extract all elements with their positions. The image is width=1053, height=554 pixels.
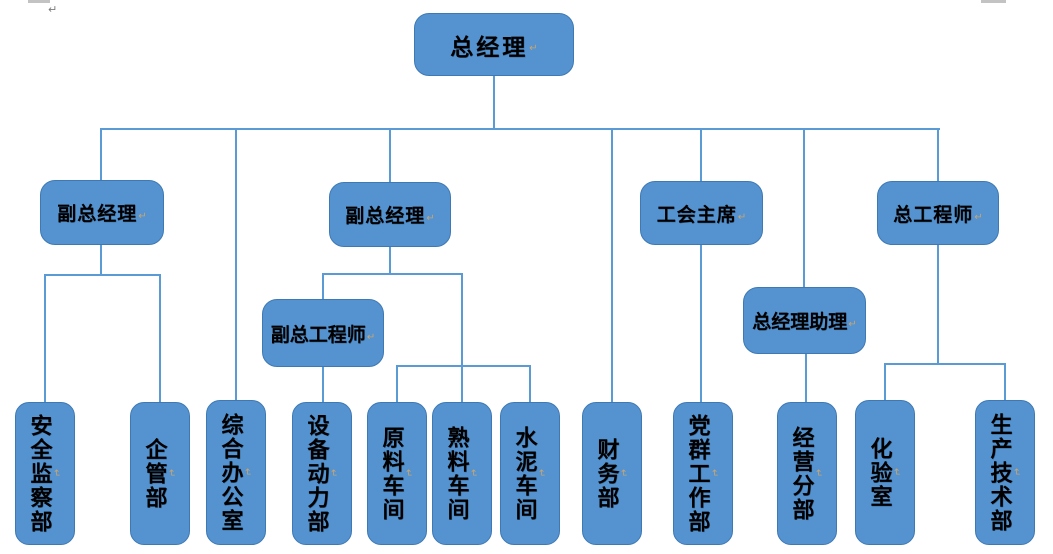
return-mark: ↵ <box>812 469 824 478</box>
connector-line <box>493 76 495 130</box>
node-label: 设备动力部 <box>304 413 330 534</box>
node-deputy-chief-engineer[interactable]: 副总工程师↵ <box>262 299 384 367</box>
node-label: 总经理助理 <box>752 312 848 333</box>
node-label: 副总经理 <box>57 204 138 225</box>
connector-line <box>396 365 531 367</box>
node-union-chairman[interactable]: 工会主席↵ <box>640 181 763 245</box>
node-party-work-dept[interactable]: 党群工作部↵ <box>673 402 733 545</box>
connector-line <box>100 243 102 275</box>
page-edge-mark-left <box>28 0 50 3</box>
node-finance-dept[interactable]: 财务部↵ <box>582 402 642 545</box>
page-edge-mark-right <box>981 0 1006 3</box>
connector-line <box>700 128 702 185</box>
node-enterprise-mgmt-dept[interactable]: 企管部↵ <box>130 402 190 545</box>
return-mark: ↵ <box>890 468 902 477</box>
connector-line <box>805 353 807 406</box>
node-cement-workshop[interactable]: 水泥车间↵ <box>500 402 560 545</box>
node-label: 化验室 <box>867 436 893 509</box>
connector-line <box>389 247 391 275</box>
return-mark: ↵ <box>535 469 547 478</box>
node-label: 企管部 <box>142 437 168 510</box>
node-general-office[interactable]: 综合办公室↵ <box>206 400 266 545</box>
node-label: 总经理 <box>450 34 529 60</box>
node-safety-supervision-dept[interactable]: 安全监察部↵ <box>15 402 75 545</box>
connector-line <box>100 128 102 184</box>
node-raw-material-workshop[interactable]: 原料车间↵ <box>367 402 427 545</box>
node-deputy-gm-1[interactable]: 副总经理↵ <box>40 180 164 245</box>
node-label: 安全监察部 <box>27 413 53 534</box>
return-mark: ↵ <box>241 468 253 477</box>
node-clinker-workshop[interactable]: 熟料车间↵ <box>432 402 492 545</box>
node-label: 财务部 <box>594 437 620 510</box>
return-mark: ↵ <box>708 469 720 478</box>
node-label: 原料车间 <box>379 425 405 522</box>
connector-line <box>529 365 531 406</box>
connector-line <box>884 363 1005 365</box>
return-mark: ↵ <box>737 211 747 223</box>
node-label: 生产技术部 <box>987 412 1013 533</box>
connector-line <box>44 274 161 276</box>
node-label: 副总工程师 <box>270 324 366 346</box>
node-gm-assistant[interactable]: 总经理助理↵ <box>743 287 866 354</box>
node-general-manager[interactable]: 总经理↵ <box>414 13 574 76</box>
node-operations-division[interactable]: 经营分部↵ <box>777 402 837 545</box>
return-mark: ↵ <box>50 469 62 478</box>
return-mark: ↵ <box>138 211 147 222</box>
connector-line <box>396 365 398 406</box>
node-label: 工会主席 <box>656 204 737 226</box>
connector-line <box>884 363 886 406</box>
paragraph-return-mark: ↵ <box>48 3 58 16</box>
return-mark: ↵ <box>165 469 177 478</box>
connector-line <box>937 128 939 185</box>
return-mark: ↵ <box>529 43 538 54</box>
return-mark: ↵ <box>402 469 414 478</box>
return-mark: ↵ <box>617 469 629 478</box>
connector-line <box>322 365 324 406</box>
node-chief-engineer[interactable]: 总工程师↵ <box>877 181 999 245</box>
connector-line <box>611 128 613 408</box>
connector-line <box>101 128 940 130</box>
return-mark: ↵ <box>974 211 983 223</box>
node-label: 熟料车间 <box>444 425 470 522</box>
return-mark: ↵ <box>467 469 479 478</box>
node-label: 副总经理 <box>345 206 426 227</box>
node-label: 水泥车间 <box>512 425 538 522</box>
connector-line <box>389 128 391 186</box>
return-mark: ↵ <box>848 319 857 330</box>
return-mark: ↵ <box>366 331 376 343</box>
return-mark: ↵ <box>1010 468 1022 477</box>
node-production-tech-dept[interactable]: 生产技术部↵ <box>975 400 1035 545</box>
node-equipment-power-dept[interactable]: 设备动力部↵ <box>292 402 352 545</box>
connector-line <box>803 128 805 291</box>
connector-line <box>159 274 161 406</box>
node-label: 综合办公室 <box>218 412 244 533</box>
connector-line <box>937 244 939 365</box>
return-mark: ↵ <box>426 213 435 224</box>
connector-line <box>1004 363 1006 406</box>
return-mark: ↵ <box>327 469 339 478</box>
node-laboratory[interactable]: 化验室↵ <box>855 400 915 545</box>
node-deputy-gm-2[interactable]: 副总经理↵ <box>329 182 451 247</box>
node-label: 总工程师 <box>893 204 974 226</box>
node-label: 党群工作部 <box>685 413 711 534</box>
node-label: 经营分部 <box>789 425 815 522</box>
connector-line <box>700 244 702 406</box>
connector-line <box>44 274 46 406</box>
connector-line <box>322 273 463 275</box>
connector-line <box>461 273 463 406</box>
connector-line <box>322 273 324 303</box>
connector-line <box>235 128 237 408</box>
